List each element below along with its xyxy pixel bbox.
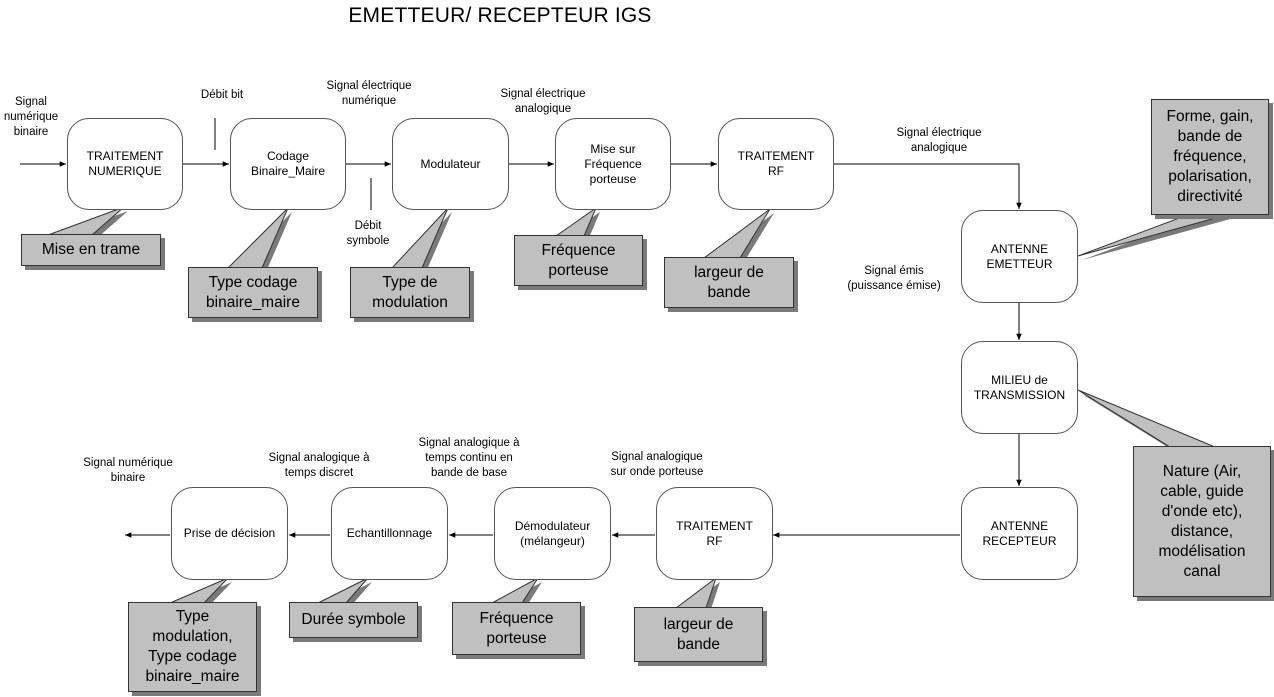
page-title: EMETTEUR/ RECEPTEUR IGS bbox=[348, 4, 652, 27]
label-signal-emis: Signal émis (puissance émise) bbox=[847, 265, 941, 292]
callout-antenne-proprietes: Forme, gain, bande de fréquence, polaris… bbox=[1151, 99, 1269, 215]
box-demodulateur: Démodulateur (mélangeur) bbox=[494, 487, 611, 580]
flow-arrows bbox=[20, 161, 1022, 538]
box-prise-de-decision: Prise de décision bbox=[171, 487, 288, 580]
label-signal-numerique-binaire-entree: Signal numérique binaire bbox=[3, 96, 59, 138]
callout-type-modulation-codage: Type modulation, Type codage binaire_mai… bbox=[128, 602, 257, 692]
callout-milieu-proprietes: Nature (Air, cable, guide d'onde etc), d… bbox=[1133, 446, 1271, 597]
callout-type-codage: Type codage binaire_maire bbox=[188, 267, 318, 318]
box-antenne-emetteur: ANTENNE EMETTEUR bbox=[961, 210, 1078, 303]
label-signal-analogique-continu: Signal analogique à temps continu en ban… bbox=[418, 437, 520, 479]
callout-type-modulation: Type de modulation bbox=[350, 267, 470, 318]
box-echantillonnage: Echantillonnage bbox=[331, 487, 448, 580]
label-signal-electrique-analogique-2: Signal électrique analogique bbox=[896, 127, 982, 154]
callout-frequence-porteuse-reception: Fréquence porteuse bbox=[452, 602, 581, 655]
box-traitement-rf-emission: TRAITEMENT RF bbox=[718, 118, 834, 210]
box-traitement-numerique: TRAITEMENT NUMERIQUE bbox=[67, 118, 183, 210]
callout-duree-symbole: Durée symbole bbox=[289, 602, 418, 638]
label-signal-analogique-discret: Signal analogique à temps discret bbox=[268, 452, 370, 479]
label-signal-analogique-porteuse: Signal analogique sur onde porteuse bbox=[610, 451, 704, 478]
label-debit-bit: Débit bit bbox=[200, 89, 244, 101]
label-signal-electrique-numerique: Signal électrique numérique bbox=[326, 80, 412, 107]
callout-mise-en-trame: Mise en trame bbox=[21, 234, 161, 266]
label-signal-electrique-analogique-1: Signal électrique analogique bbox=[500, 88, 586, 115]
label-signal-numerique-binaire-sortie: Signal numérique binaire bbox=[83, 457, 173, 484]
rate-ticks bbox=[214, 118, 372, 210]
box-modulateur: Modulateur bbox=[392, 118, 509, 210]
box-codage-binaire-maire: Codage Binaire_Maire bbox=[230, 118, 346, 210]
callout-frequence-porteuse-emission: Fréquence porteuse bbox=[514, 235, 643, 286]
callout-largeur-bande-emission: largeur de bande bbox=[664, 257, 794, 308]
box-antenne-recepteur: ANTENNE RECEPTEUR bbox=[961, 487, 1078, 580]
label-debit-symbole: Débit symbole bbox=[346, 220, 390, 247]
box-traitement-rf-reception: TRAITEMENT RF bbox=[656, 487, 773, 580]
box-milieu-transmission: MILIEU de TRANSMISSION bbox=[961, 341, 1078, 434]
callout-tails bbox=[47, 206, 1234, 612]
box-mise-sur-frequence: Mise sur Fréquence porteuse bbox=[555, 118, 671, 210]
callout-largeur-bande-reception: largeur de bande bbox=[634, 607, 763, 662]
